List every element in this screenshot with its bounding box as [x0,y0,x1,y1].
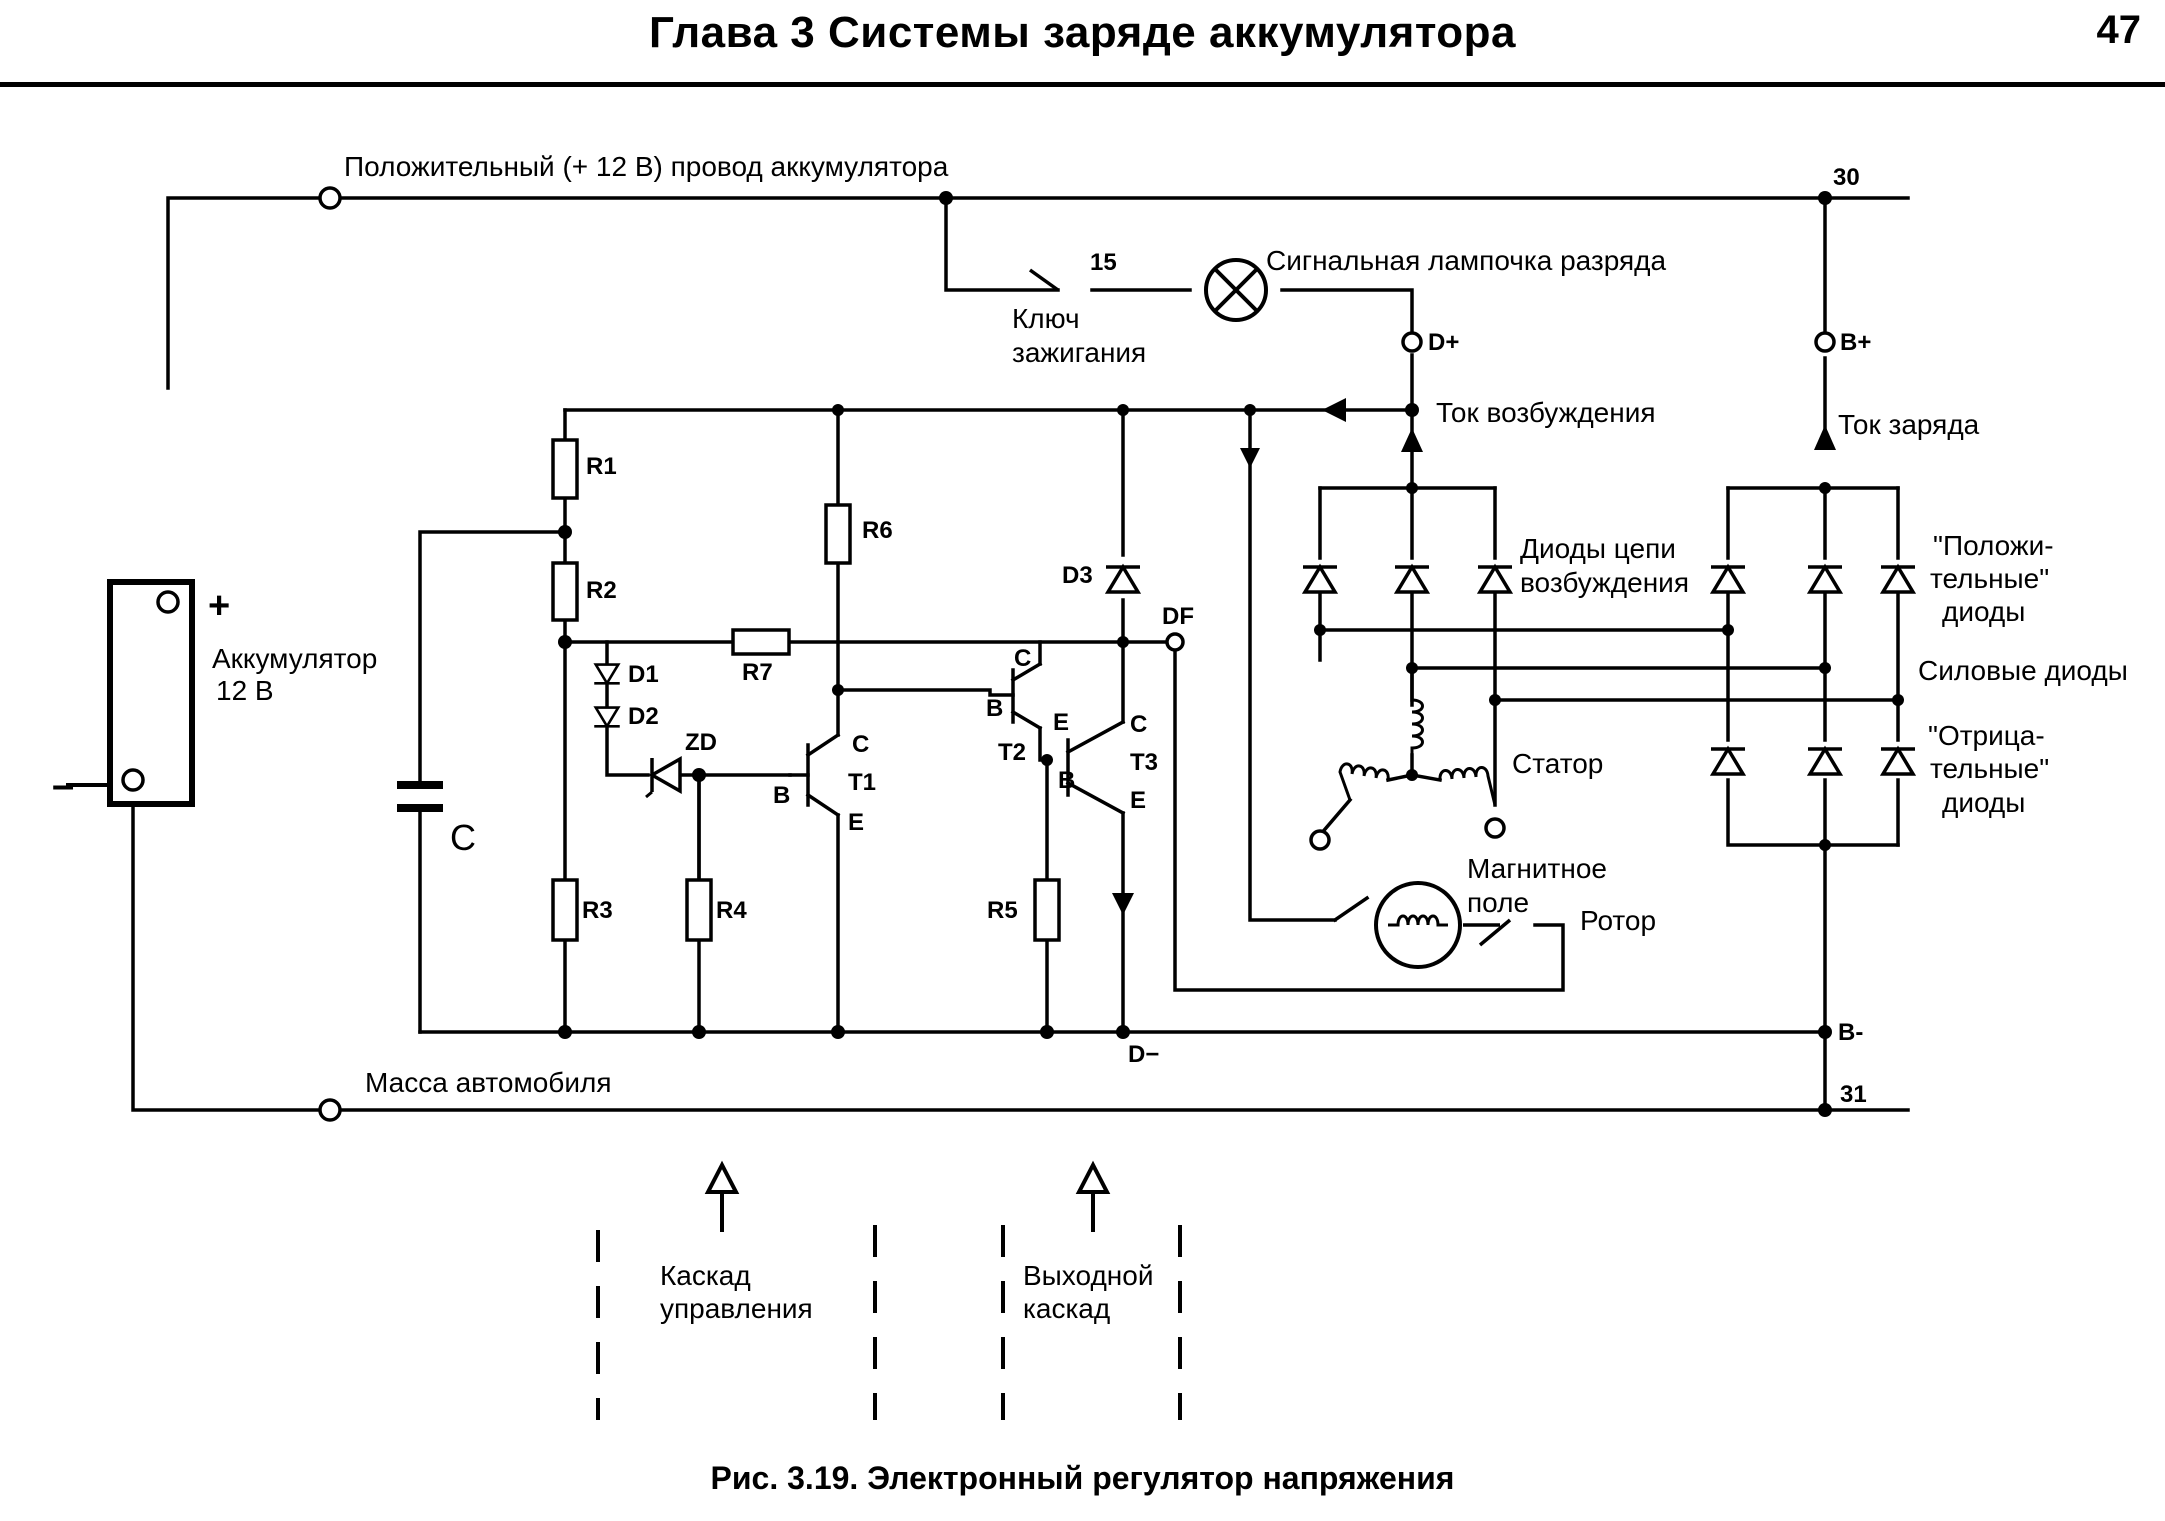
zd-label: ZD [685,729,717,756]
ground-wire-label: Масса автомобиля [365,1067,611,1098]
capacitor-label: C [450,817,476,858]
capacitor [397,781,443,812]
control-stage-label-1: Каскад [660,1260,751,1291]
terminal-b-minus-label: B- [1838,1019,1863,1046]
resistor-r5 [1033,878,1061,942]
stage-markers [596,1160,1182,1420]
t1-collector-label: C [852,731,869,758]
excitation-current-label: Ток возбуждения [1436,397,1656,428]
battery-label: Аккумулятор [212,643,377,674]
positive-wire-label: Положительный (+ 12 В) провод аккумулято… [344,151,949,182]
rotor-label: Ротор [1580,905,1656,936]
ignition-label-1: Ключ [1012,303,1080,334]
page-header: Глава 3 Системы заряде аккумулятора 47 [0,0,2165,95]
r1-label: R1 [586,453,617,480]
positive-diodes-label-2: тельные" [1930,563,2049,594]
ignition-switch [1028,268,1060,292]
d3-label: D3 [1062,562,1093,589]
junction-dots [558,191,1904,1117]
r5-label: R5 [987,897,1018,924]
battery-voltage-label: 12 В [216,675,274,706]
t1-label: T1 [848,769,876,796]
t2-collector-label: C [1014,645,1031,672]
terminal-d-plus-label: D+ [1428,329,1459,356]
t2-base-label: B [986,695,1003,722]
t3-base-label: B [1058,767,1075,794]
lamp-symbol [1204,258,1268,322]
battery-symbol [66,579,195,807]
output-stage-label-2: каскад [1023,1293,1110,1324]
resistor-r3 [551,878,579,942]
t2-label: T2 [998,739,1026,766]
chapter-title: Глава 3 Системы заряде аккумулятора [648,8,1517,57]
resistor-r1 [551,438,579,500]
resistor-r2 [551,561,579,622]
diagram-labels: Положительный (+ 12 В) провод аккумулято… [52,151,2128,1324]
negative-diodes-label-3: диоды [1942,787,2025,818]
r3-label: R3 [582,897,613,924]
resistors [551,438,1061,942]
resistor-r7 [731,628,791,656]
d2-label: D2 [628,703,659,730]
terminal-15-label: 15 [1090,249,1117,276]
magnetic-field-label-1: Магнитное [1467,853,1607,884]
r6-label: R6 [862,517,893,544]
r2-label: R2 [586,577,617,604]
terminal-b-plus-label: B+ [1840,329,1871,356]
control-stage-label-2: управления [660,1293,813,1324]
t2-emitter-label: E [1053,709,1069,736]
terminal-d-minus-label: D− [1128,1041,1159,1068]
t3-label: T3 [1130,749,1158,776]
terminals [318,186,1836,1122]
magnetic-field-label-2: поле [1467,887,1529,918]
t1-base-label: B [773,782,790,809]
positive-diodes-label-3: диоды [1942,596,2025,627]
figure-caption: Рис. 3.19. Электронный регулятор напряже… [710,1460,1455,1496]
excitation-diodes-label-2: возбуждения [1520,567,1689,598]
resistor-r6 [824,503,852,565]
battery-plus-label: + [208,585,230,627]
resistor-r4 [685,878,713,942]
page-number: 47 [2096,8,2142,52]
negative-diodes-label-2: тельные" [1930,753,2049,784]
regulator-diodes [592,565,1142,799]
power-diodes [1709,565,1917,776]
d1-label: D1 [628,661,659,688]
battery-minus-label: – [52,763,74,807]
r7-label: R7 [742,659,773,686]
output-stage-label-1: Выходной [1023,1260,1153,1291]
wiring [131,196,1910,1112]
stator-label: Статор [1512,748,1603,779]
stator-windings [1338,698,1497,806]
excitation-diodes [1301,565,1514,594]
t1-emitter-label: E [848,809,864,836]
header-rule [0,82,2165,87]
t3-collector-label: C [1130,711,1147,738]
lamp-label: Сигнальная лампочка разряда [1266,245,1667,276]
positive-diodes-label-1: "Положи- [1933,530,2054,561]
charge-current-label: Ток заряда [1838,409,1980,440]
excitation-diodes-label-1: Диоды цепи [1520,533,1676,564]
current-arrows [1112,398,1836,915]
ignition-label-2: зажигания [1012,337,1146,368]
t3-emitter-label: E [1130,787,1146,814]
rotor-symbol [1374,881,1512,969]
negative-diodes-label-1: "Отрица- [1928,720,2045,751]
r4-label: R4 [716,897,747,924]
terminal-31-label: 31 [1840,1081,1867,1108]
terminal-30-label: 30 [1833,164,1860,191]
power-diodes-label: Силовые диоды [1918,655,2128,686]
terminal-df-label: DF [1162,603,1194,630]
